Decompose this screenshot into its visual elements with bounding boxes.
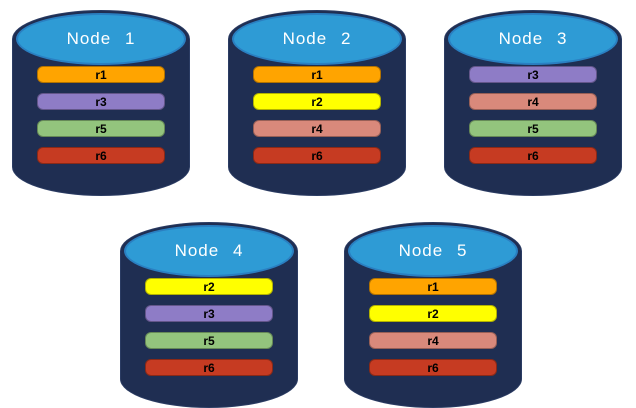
node-1-replica-list: r1 r3 r5 r6 [37,66,165,164]
node-5-replica-list: r1 r2 r4 r6 [369,278,497,376]
replica-bar: r6 [369,359,497,376]
replica-bar: r1 [253,66,381,83]
replica-bar: r3 [145,305,273,322]
replica-bar: r6 [469,147,597,164]
node-1-cylinder: Node 1 r1 r3 r5 r6 [12,10,190,196]
replica-label: r5 [95,121,107,136]
replica-bar: r1 [369,278,497,295]
node-5-cylinder-top: Node 5 [348,225,518,277]
replica-bar: r4 [253,120,381,137]
replica-label: r6 [427,360,439,375]
replica-label: r6 [527,148,539,163]
replica-bar: r4 [369,332,497,349]
node-4-title: Node 4 [174,241,244,260]
node-4-cylinder-top: Node 4 [124,225,294,277]
replica-label: r6 [95,148,107,163]
replica-bar: r3 [37,93,165,110]
node-2-title: Node 2 [282,29,352,48]
node-1-title: Node 1 [66,29,136,48]
replica-label: r3 [527,67,539,82]
replica-bar: r2 [253,93,381,110]
replica-label: r4 [427,333,439,348]
node-1-cylinder-top: Node 1 [16,13,186,65]
replica-bar: r5 [37,120,165,137]
node-5-cylinder: Node 5 r1 r2 r4 r6 [344,222,522,408]
replica-bar: r2 [145,278,273,295]
replica-bar: r5 [145,332,273,349]
replica-bar: r1 [37,66,165,83]
replica-label: r1 [95,67,107,82]
replica-label: r6 [203,360,215,375]
replica-label: r2 [427,306,439,321]
replica-bar: r3 [469,66,597,83]
replica-label: r1 [311,67,323,82]
node-2-replica-list: r1 r2 r4 r6 [253,66,381,164]
node-4-cylinder: Node 4 r2 r3 r5 r6 [120,222,298,408]
replica-label: r5 [203,333,215,348]
replica-label: r4 [527,94,539,109]
node-2-cylinder: Node 2 r1 r2 r4 r6 [228,10,406,196]
replica-bar: r2 [369,305,497,322]
replica-label: r2 [311,94,323,109]
node-3-cylinder-top: Node 3 [448,13,618,65]
replica-label: r3 [95,94,107,109]
replica-label: r3 [203,306,215,321]
replica-bar: r6 [37,147,165,164]
node-4-replica-list: r2 r3 r5 r6 [145,278,273,376]
replica-label: r2 [203,279,215,294]
replica-bar: r4 [469,93,597,110]
replica-label: r6 [311,148,323,163]
replica-bar: r6 [145,359,273,376]
replica-bar: r5 [469,120,597,137]
replica-label: r5 [527,121,539,136]
node-3-replica-list: r3 r4 r5 r6 [469,66,597,164]
node-3-cylinder: Node 3 r3 r4 r5 r6 [444,10,622,196]
node-3-title: Node 3 [498,29,568,48]
replica-bar: r6 [253,147,381,164]
node-2-cylinder-top: Node 2 [232,13,402,65]
replica-label: r4 [311,121,323,136]
node-5-title: Node 5 [398,241,468,260]
replica-label: r1 [427,279,439,294]
